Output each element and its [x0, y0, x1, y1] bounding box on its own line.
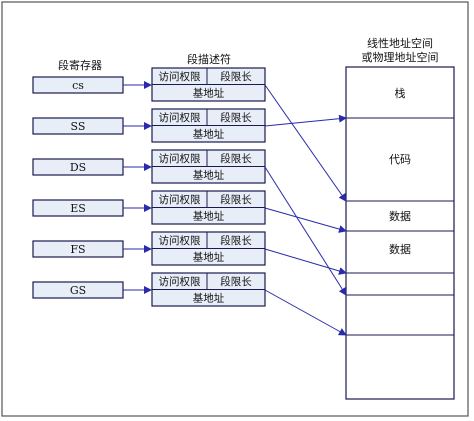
register-label: ES	[70, 202, 86, 215]
register-es: ES	[32, 199, 124, 217]
memory-segment-label: 代码	[389, 153, 411, 166]
descriptor-access-rights: 访问权限	[159, 275, 201, 288]
register-cs: cs	[32, 76, 124, 94]
register-label: GS	[70, 284, 86, 297]
address-space-header-line1: 线性地址空间	[367, 36, 433, 50]
register-ds: DS	[32, 158, 124, 176]
descriptor-segment-limit: 段限长	[220, 275, 252, 288]
descriptors-header: 段描述符	[187, 52, 231, 66]
address-space-header-line2: 或物理地址空间	[362, 50, 439, 64]
arrow-descriptor-to-memory	[264, 207, 347, 233]
arrow-descriptor-to-memory	[264, 248, 347, 275]
descriptor-access-rights: 访问权限	[159, 234, 201, 247]
memory-segment-label: 数据	[389, 242, 411, 256]
register-gs: GS	[32, 281, 124, 299]
descriptor-access-rights: 访问权限	[159, 193, 201, 206]
register-label: SS	[71, 120, 86, 133]
descriptor-segment-limit: 段限长	[220, 152, 252, 165]
arrow-descriptor-to-memory	[264, 114, 347, 127]
arrow-descriptor-to-memory	[264, 84, 347, 202]
arrow-layer	[123, 81, 347, 336]
registers-header: 段寄存器	[58, 58, 102, 72]
descriptor-access-rights: 访问权限	[159, 111, 201, 124]
descriptor-base-address: 基地址	[193, 128, 225, 141]
descriptor-base-address: 基地址	[193, 292, 225, 305]
register-label: FS	[70, 243, 85, 256]
descriptor-base-address: 基地址	[193, 87, 225, 100]
memory-segment-label: 数据	[389, 209, 411, 223]
register-ss: SS	[32, 117, 124, 135]
address-space-box	[345, 66, 455, 400]
memory-segment-label: 栈	[395, 86, 406, 100]
descriptor-base-address: 基地址	[193, 210, 225, 223]
descriptor-access-rights: 访问权限	[159, 152, 201, 165]
descriptor-base-address: 基地址	[193, 169, 225, 182]
arrow-descriptor-to-memory	[264, 289, 347, 336]
descriptor-segment-limit: 段限长	[220, 111, 252, 124]
arrow-descriptor-to-memory	[264, 166, 347, 296]
descriptor-segment-limit: 段限长	[220, 234, 252, 247]
register-label: DS	[70, 161, 86, 174]
descriptor-access-rights: 访问权限	[159, 70, 201, 83]
register-label: cs	[72, 79, 84, 92]
register-fs: FS	[32, 240, 124, 258]
descriptor-segment-limit: 段限长	[220, 193, 252, 206]
descriptor-segment-limit: 段限长	[220, 70, 252, 83]
descriptor-column: 访问权限段限长基地址访问权限段限长基地址访问权限段限长基地址访问权限段限长基地址…	[151, 67, 266, 307]
descriptor-base-address: 基地址	[193, 251, 225, 264]
